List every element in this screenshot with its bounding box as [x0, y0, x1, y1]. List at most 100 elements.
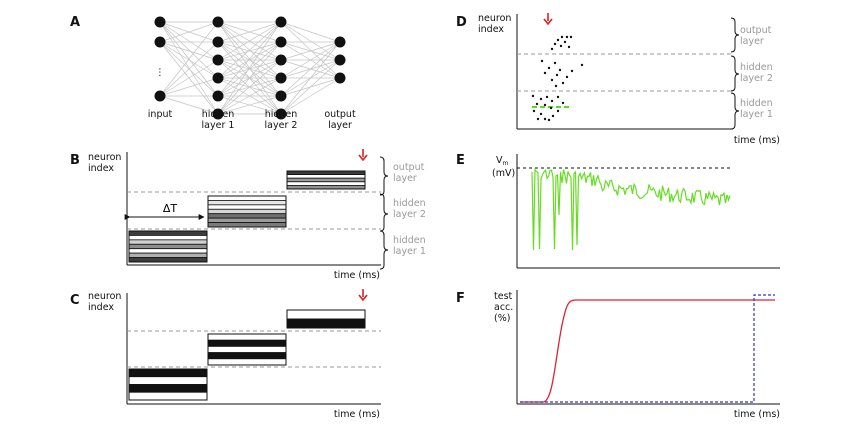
- spike-dot: [536, 117, 540, 121]
- spike-dot: [540, 59, 544, 63]
- spike-dot: [580, 63, 584, 67]
- label-line: hidden: [393, 235, 426, 246]
- network-edge: [217, 41, 282, 97]
- c-hidden1-stripe: [128, 384, 208, 393]
- network-edge: [280, 77, 341, 115]
- f-blue-accuracy-curve: [520, 294, 775, 403]
- label-line: layer 2: [740, 73, 773, 84]
- panel-e: E Vm (mV): [456, 153, 780, 269]
- b-hidden2-stripe: [207, 204, 287, 210]
- b-hidden2-block-outline: [207, 195, 287, 228]
- c-output-block-outline: [286, 309, 366, 329]
- spike-dot: [550, 78, 554, 82]
- b-hidden1-stripe: [128, 257, 208, 263]
- c-hidden2-block-outline: [207, 333, 287, 366]
- e-ylabel-main: V: [496, 155, 503, 166]
- c-x-axis-label: time (ms): [334, 409, 380, 420]
- b-bracket-hidden1: [379, 230, 389, 270]
- c-hidden2-stripe: [207, 352, 287, 360]
- b-hidden2-stripe: [207, 208, 287, 215]
- label-line: (%): [494, 313, 510, 324]
- neuron-node: [154, 36, 166, 48]
- c-hidden2-stripe: [207, 333, 287, 341]
- c-output-stripe: [286, 309, 366, 320]
- label-line: acc.: [494, 302, 513, 313]
- d-bracket-hidden2: [730, 55, 740, 92]
- network-edge: [280, 41, 341, 97]
- network-edge: [280, 59, 341, 115]
- b-hidden2-stripe: [207, 200, 287, 206]
- spike-dot: [570, 69, 574, 73]
- network-edge: [159, 77, 219, 97]
- label-line: layer 2: [393, 209, 426, 220]
- spike-dot: [567, 45, 571, 49]
- neuron-node: [275, 72, 287, 84]
- label-line: output: [393, 162, 425, 173]
- b-hidden1-stripe: [128, 235, 208, 241]
- spike-dot: [550, 47, 554, 51]
- label-line: layer 1: [740, 109, 773, 120]
- b-hidden2-stripe: [207, 217, 287, 223]
- network-edge: [159, 21, 219, 61]
- neuron-node: [334, 54, 346, 66]
- spike-dot: [556, 95, 560, 99]
- spike-dot: [535, 102, 539, 106]
- spike-dot: [558, 68, 562, 72]
- label-line: layer: [740, 36, 764, 47]
- network-edge: [217, 21, 282, 61]
- spike-dot: [550, 99, 554, 103]
- label-line: hidden: [393, 198, 426, 209]
- network-edge: [159, 21, 219, 43]
- c-hidden2-stripe: [207, 339, 287, 347]
- d-spike-raster: [531, 35, 584, 122]
- network-edge: [159, 41, 219, 79]
- label-line: index: [478, 24, 504, 35]
- spike-dot: [565, 35, 569, 39]
- label-line: hidden: [202, 109, 235, 120]
- b-hidden2-stripe: [207, 195, 287, 201]
- panel-e-label: E: [456, 153, 465, 168]
- b-output-stripe: [286, 174, 366, 179]
- c-hidden1-block-outline: [128, 368, 208, 401]
- c-hidden2-stripe: [207, 345, 287, 353]
- b-hidden2-stripe: [207, 213, 287, 219]
- network-edge: [217, 21, 282, 115]
- b-output-stripe: [286, 177, 366, 183]
- b-bracket-output: [379, 156, 389, 196]
- c-spike-bars: [128, 309, 366, 401]
- d-bracket-output: [730, 17, 740, 53]
- panel-b-label: B: [70, 153, 80, 168]
- label-line: layer 1: [393, 246, 426, 257]
- network-edges: [159, 21, 341, 115]
- spike-dot: [549, 106, 553, 110]
- spike-dot: [561, 81, 565, 85]
- network-edge: [159, 59, 219, 97]
- c-output-stripe: [286, 318, 366, 329]
- neuron-node: [212, 108, 224, 120]
- spike-dot: [553, 42, 557, 46]
- neuron-node: [275, 108, 287, 120]
- c-hidden1-stripe: [128, 391, 208, 401]
- b-hidden1-stripe: [128, 252, 208, 258]
- spike-dot: [561, 101, 565, 105]
- e-y-axis-unit: (mV): [492, 168, 515, 179]
- network-edge: [159, 21, 219, 97]
- b-hidden1-block-outline: [128, 230, 208, 263]
- network-edge: [280, 21, 341, 61]
- neuron-node: [275, 36, 287, 48]
- label-line: hidden: [740, 98, 773, 109]
- spike-dot: [569, 35, 573, 39]
- network-edge: [217, 21, 282, 79]
- b-output-block-outline: [286, 170, 366, 190]
- spike-dot: [554, 84, 558, 88]
- network-edge: [280, 41, 341, 115]
